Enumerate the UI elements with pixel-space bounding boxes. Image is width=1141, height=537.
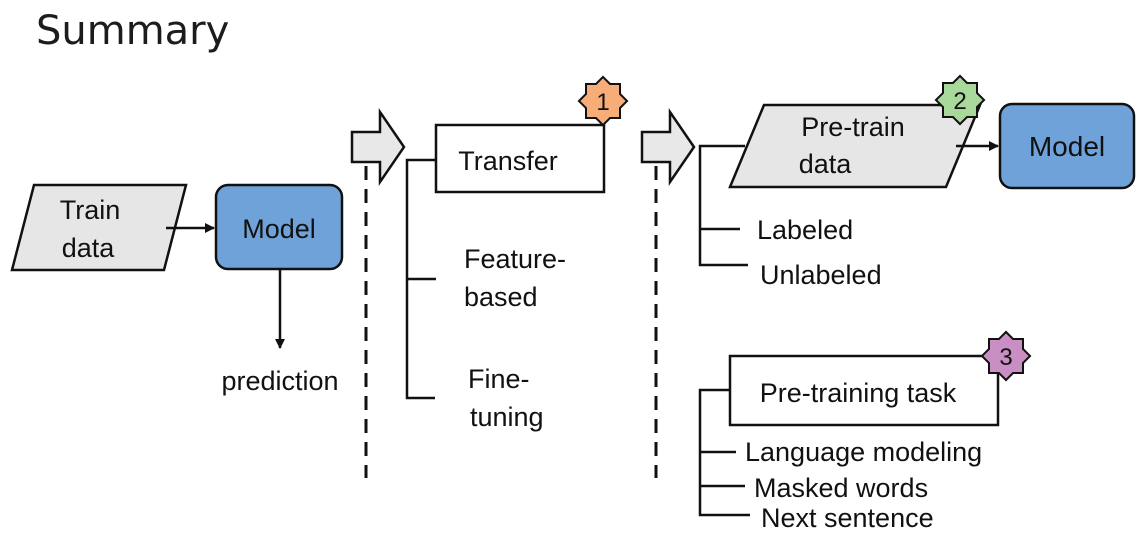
pretraining-task-label: Pre-training task (760, 378, 957, 408)
badge-1-number: 1 (596, 89, 609, 116)
next-arrow-2 (640, 107, 696, 187)
feature-based-line2: based (464, 282, 538, 312)
pretraining-task-box (728, 354, 1000, 427)
masked-words-label: Masked words (754, 473, 928, 503)
section-transfer: Transfer 1 Feature- based Fine- tuning (405, 75, 629, 432)
task-tree-lines (698, 388, 750, 517)
model-box (214, 183, 344, 271)
divider-1 (350, 107, 406, 478)
badge-1: 1 (577, 75, 629, 127)
transfer-tree-lines (405, 158, 436, 400)
unlabeled-label: Unlabeled (760, 260, 882, 290)
transfer-label: Transfer (458, 146, 558, 176)
pretrain-data-line1: Pre-train (801, 112, 905, 142)
badge-3-fill (990, 340, 1022, 372)
feature-based-line1: Feature- (464, 244, 566, 274)
fine-tuning-line1: Fine- (468, 364, 530, 394)
pretrain-tree-lines (698, 144, 748, 267)
language-modeling-label: Language modeling (745, 437, 982, 467)
badge-3-number: 3 (999, 344, 1012, 371)
badge-1-fill (587, 85, 619, 117)
badge-2-number: 2 (953, 88, 966, 115)
next-arrow-1 (350, 107, 406, 187)
model-box-2 (998, 102, 1136, 190)
model-label: Model (242, 214, 316, 244)
train-data-label-line1: Train (60, 195, 121, 225)
divider-2 (640, 107, 696, 478)
badge-2-fill (944, 84, 976, 116)
prediction-label: prediction (221, 366, 338, 396)
labeled-label: Labeled (757, 215, 853, 245)
pretrain-data-shape (728, 103, 982, 189)
badge-3: 3 (980, 330, 1032, 382)
section-basic-training: Train data Model prediction (10, 183, 344, 396)
next-sentence-label: Next sentence (761, 503, 934, 533)
transfer-box (434, 123, 606, 194)
train-data-label-line2: data (62, 233, 116, 263)
fine-tuning-line2: tuning (470, 402, 544, 432)
badge-2: 2 (934, 74, 986, 126)
page-title: Summary (36, 8, 230, 54)
pretrain-data-line2: data (799, 149, 853, 179)
model-2-label: Model (1029, 131, 1105, 162)
train-data-shape (10, 183, 188, 272)
section-pretraining: Pre-train data 2 Model Labeled Unlabeled… (698, 74, 1136, 533)
